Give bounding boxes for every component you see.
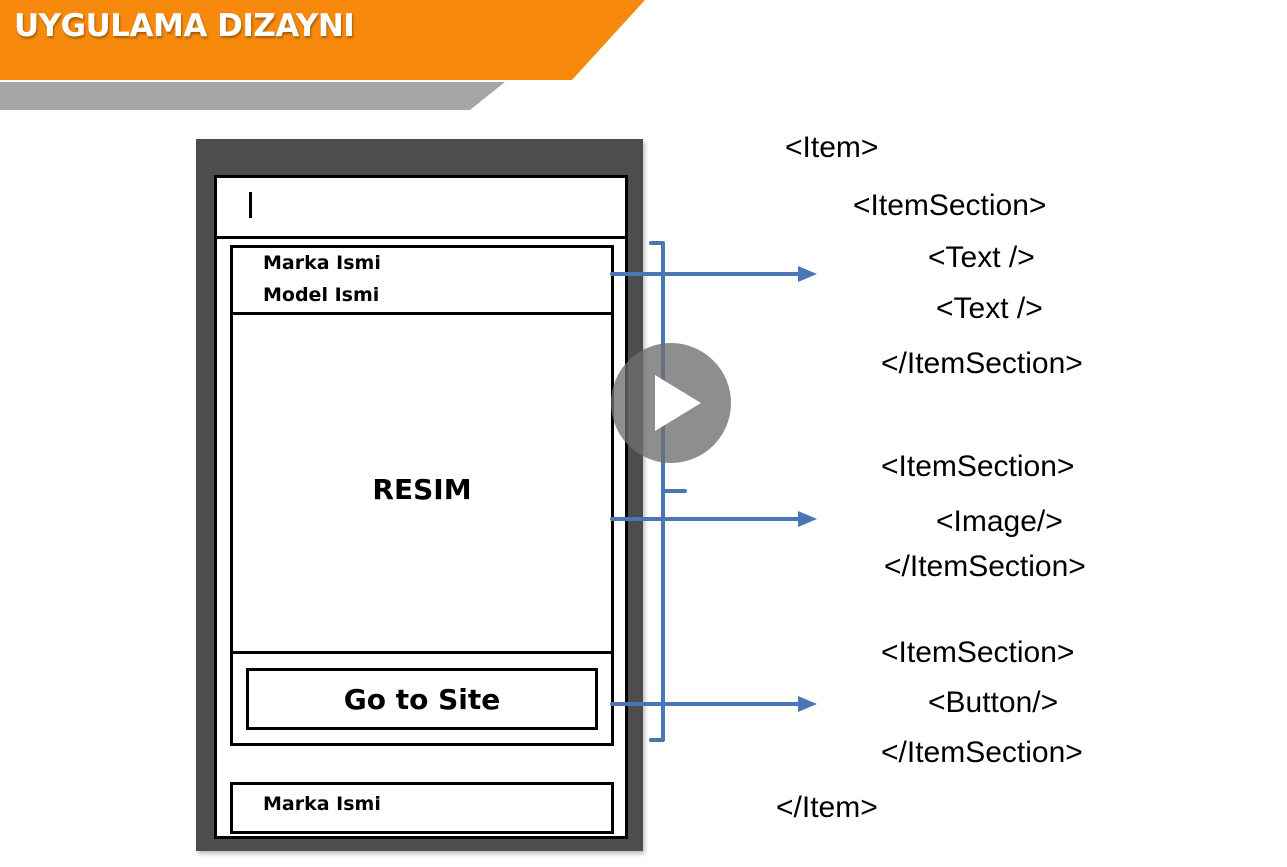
arrowhead-image (798, 511, 817, 527)
code-section2-open: <ItemSection> (881, 450, 1075, 483)
page-title: UYGULAMA DIZAYNI (14, 8, 355, 44)
arrowhead-text (798, 266, 817, 282)
code-item-close: </Item> (776, 791, 878, 824)
go-to-site-button[interactable]: Go to Site (246, 668, 598, 730)
phone-screen: Marka Ismi Model Ismi RESIM Go to Site M… (214, 175, 628, 839)
item-section-image: RESIM (233, 315, 611, 654)
text-cursor (249, 192, 252, 218)
play-button[interactable] (611, 343, 731, 463)
arrowhead-button (798, 696, 817, 712)
code-text-2: <Text /> (936, 292, 1043, 325)
code-section1-close: </ItemSection> (881, 347, 1083, 380)
code-section3-open: <ItemSection> (881, 636, 1075, 669)
code-section2-close: </ItemSection> (884, 550, 1086, 583)
code-button: <Button/> (928, 686, 1059, 719)
code-image: <Image/> (936, 505, 1063, 538)
code-section3-close: </ItemSection> (881, 736, 1083, 769)
model-name-label: Model Ismi (263, 284, 380, 306)
brand-name-label: Marka Ismi (263, 252, 381, 274)
item-section-text: Marka Ismi Model Ismi (233, 248, 611, 315)
image-placeholder-label: RESIM (372, 473, 472, 506)
header-banner (0, 0, 645, 110)
item-brace (649, 241, 687, 742)
item-card: Marka Ismi Model Ismi RESIM Go to Site (230, 245, 614, 746)
code-text-1: <Text /> (928, 241, 1035, 274)
search-bar (217, 178, 625, 239)
code-item-open: <Item> (785, 131, 879, 164)
play-icon (655, 375, 701, 431)
code-section1-open: <ItemSection> (853, 189, 1047, 222)
phone-mockup: Marka Ismi Model Ismi RESIM Go to Site M… (196, 139, 643, 851)
next-item-card: Marka Ismi (230, 782, 614, 834)
next-brand-name-label: Marka Ismi (263, 793, 381, 815)
